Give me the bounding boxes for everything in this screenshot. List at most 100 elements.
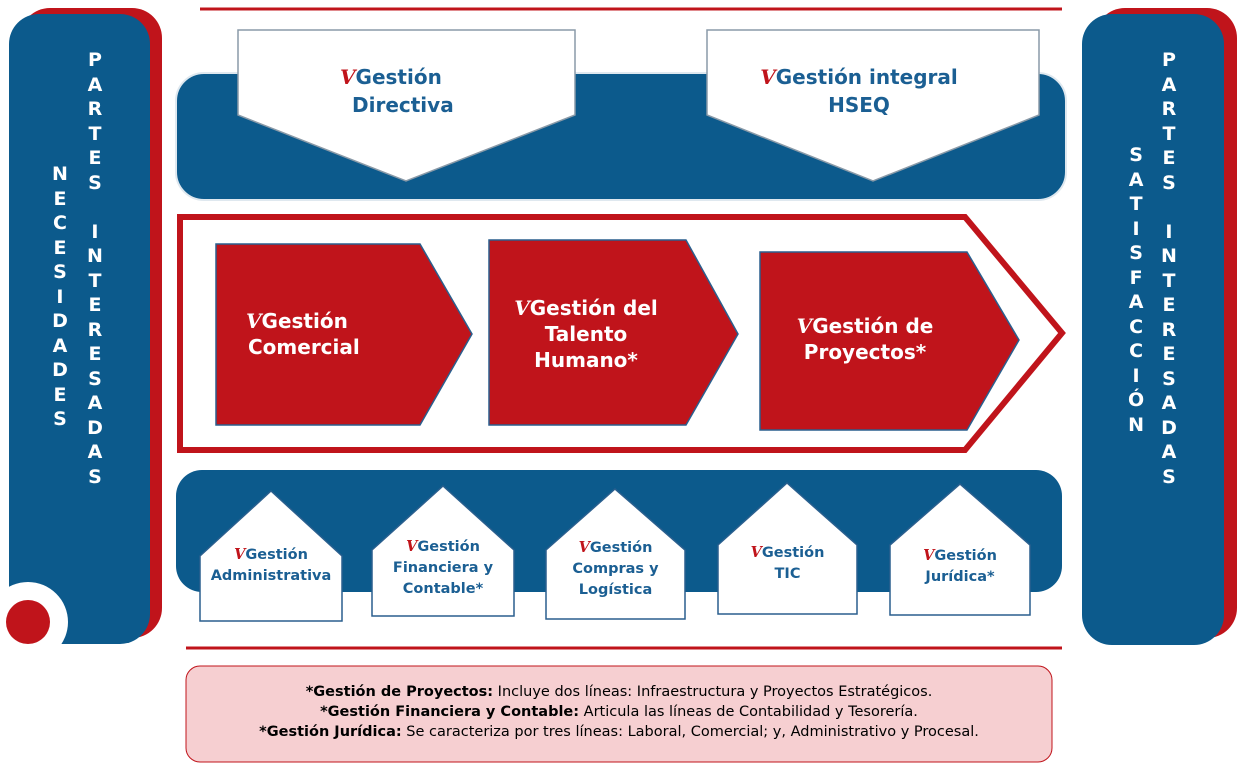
vertical-letter: T (1129, 193, 1143, 215)
vertical-letter: S (1162, 367, 1176, 390)
note-juridica: *Gestión Jurídica: Se caracteriza por tr… (259, 724, 979, 740)
left-panel-circle-inner (6, 600, 50, 644)
vertical-letter: S (88, 367, 102, 390)
vertical-letter: D (87, 416, 103, 439)
vertical-letter: C (52, 212, 67, 234)
gestion-mark-icon: V (750, 544, 762, 561)
strategic-box-directiva (237, 29, 576, 182)
vertical-letter: E (1162, 147, 1176, 169)
note-proyectos: *Gestión de Proyectos: Incluye dos línea… (305, 684, 933, 700)
vertical-letter: S (88, 171, 102, 194)
gestion-mark-icon: V (923, 547, 935, 564)
vertical-letter: S (1129, 242, 1143, 264)
vertical-letter: D (52, 359, 68, 381)
support-label-tic: VGestión TIC (750, 544, 825, 582)
vertical-letter: C (1129, 340, 1144, 362)
vertical-letter: E (88, 343, 102, 365)
note-financiera: *Gestión Financiera y Contable: Articula… (320, 704, 918, 720)
vertical-letter: I (1165, 220, 1173, 243)
gestion-mark-icon: V (234, 546, 246, 563)
vertical-letter: S (53, 408, 67, 430)
vertical-letter: F (1129, 266, 1143, 289)
mission-label-comercial: VGestión Comercial (246, 309, 360, 359)
mission-chevron-comercial (215, 243, 473, 426)
vertical-letter: R (87, 318, 103, 341)
vertical-letter: A (1161, 392, 1177, 414)
mission-chevron-talento (488, 239, 739, 426)
vertical-letter: E (53, 383, 67, 406)
vertical-letter: R (1161, 98, 1177, 120)
vertical-letter: S (1162, 171, 1176, 194)
support-house-juridica (889, 483, 1031, 616)
vertical-letter: E (53, 236, 67, 259)
gestion-mark-icon: V (340, 65, 356, 89)
support-label-financiera: VGestión Financiera y Contable* (392, 538, 494, 597)
vertical-letter: P (87, 49, 102, 71)
vertical-letter: R (87, 98, 103, 120)
strategic-label-directiva: VGestión Directiva (340, 65, 454, 117)
gestion-mark-icon: V (578, 539, 590, 556)
vertical-letter: Ó (1128, 389, 1145, 411)
vertical-letter: I (56, 285, 64, 308)
mission-label-proyectos: VGestión de Proyectos* (796, 314, 934, 364)
vertical-letter: A (87, 73, 103, 96)
vertical-letter: N (87, 245, 103, 267)
vertical-letter: N (1161, 245, 1177, 267)
vertical-letter: A (1128, 168, 1144, 191)
vertical-letter: R (1161, 318, 1177, 341)
vertical-letter: T (88, 269, 102, 292)
strategic-label-hseq: VGestión integral HSEQ (760, 65, 958, 117)
right-panel (1082, 14, 1224, 645)
notes-text: *Gestión de Proyectos: Incluye dos línea… (186, 666, 1052, 762)
gestion-mark-icon: V (796, 314, 813, 338)
gestion-mark-icon: V (406, 538, 418, 555)
vertical-letter: I (1132, 217, 1140, 240)
vertical-letter: S (88, 465, 102, 488)
vertical-letter: S (53, 261, 67, 283)
gestion-mark-icon: V (514, 296, 530, 320)
vertical-letter: A (1161, 73, 1177, 96)
vertical-letter: E (88, 147, 102, 169)
mission-chevron-proyectos (759, 251, 1020, 431)
vertical-letter: A (1128, 291, 1144, 313)
vertical-letter: A (52, 334, 68, 357)
support-label-administrativa: VGestión Administrativa (210, 546, 332, 584)
vertical-letter: I (1132, 364, 1140, 387)
vertical-letter: A (1161, 441, 1177, 463)
vertical-letter: T (88, 122, 102, 145)
vertical-letter: A (87, 441, 103, 463)
vertical-letter: E (88, 294, 102, 316)
vertical-letter: E (53, 187, 67, 210)
vertical-letter: A (87, 392, 103, 414)
gestion-mark-icon: V (246, 309, 262, 333)
vertical-letter: S (1129, 144, 1143, 166)
vertical-letter: C (1129, 315, 1144, 338)
vertical-letter: P (1161, 49, 1176, 71)
vertical-letter: E (1162, 343, 1176, 365)
gestion-mark-icon: V (760, 65, 776, 89)
left-panel (9, 14, 150, 644)
support-house-tic (717, 481, 858, 615)
vertical-letter: T (1162, 269, 1176, 292)
mission-label-talento: VGestión del Talento Humano* (514, 296, 658, 372)
vertical-letter: N (1128, 413, 1145, 436)
vertical-letter: S (1162, 465, 1176, 488)
support-label-juridica: VGestión Jurídica* (923, 547, 997, 585)
vertical-letter: D (1161, 416, 1177, 439)
support-house-financiera (371, 484, 515, 617)
vertical-letter: E (1162, 294, 1176, 316)
vertical-letter: I (91, 220, 99, 243)
strategic-box-hseq (706, 29, 1040, 182)
support-house-compras (545, 488, 686, 620)
vertical-letter: N (52, 163, 68, 185)
vertical-letter: T (1162, 122, 1176, 145)
vertical-letter: D (52, 310, 68, 332)
support-house-administrativa (199, 489, 343, 622)
support-label-compras: VGestión Compras y Logística (572, 539, 659, 598)
notes-box (185, 665, 1053, 763)
